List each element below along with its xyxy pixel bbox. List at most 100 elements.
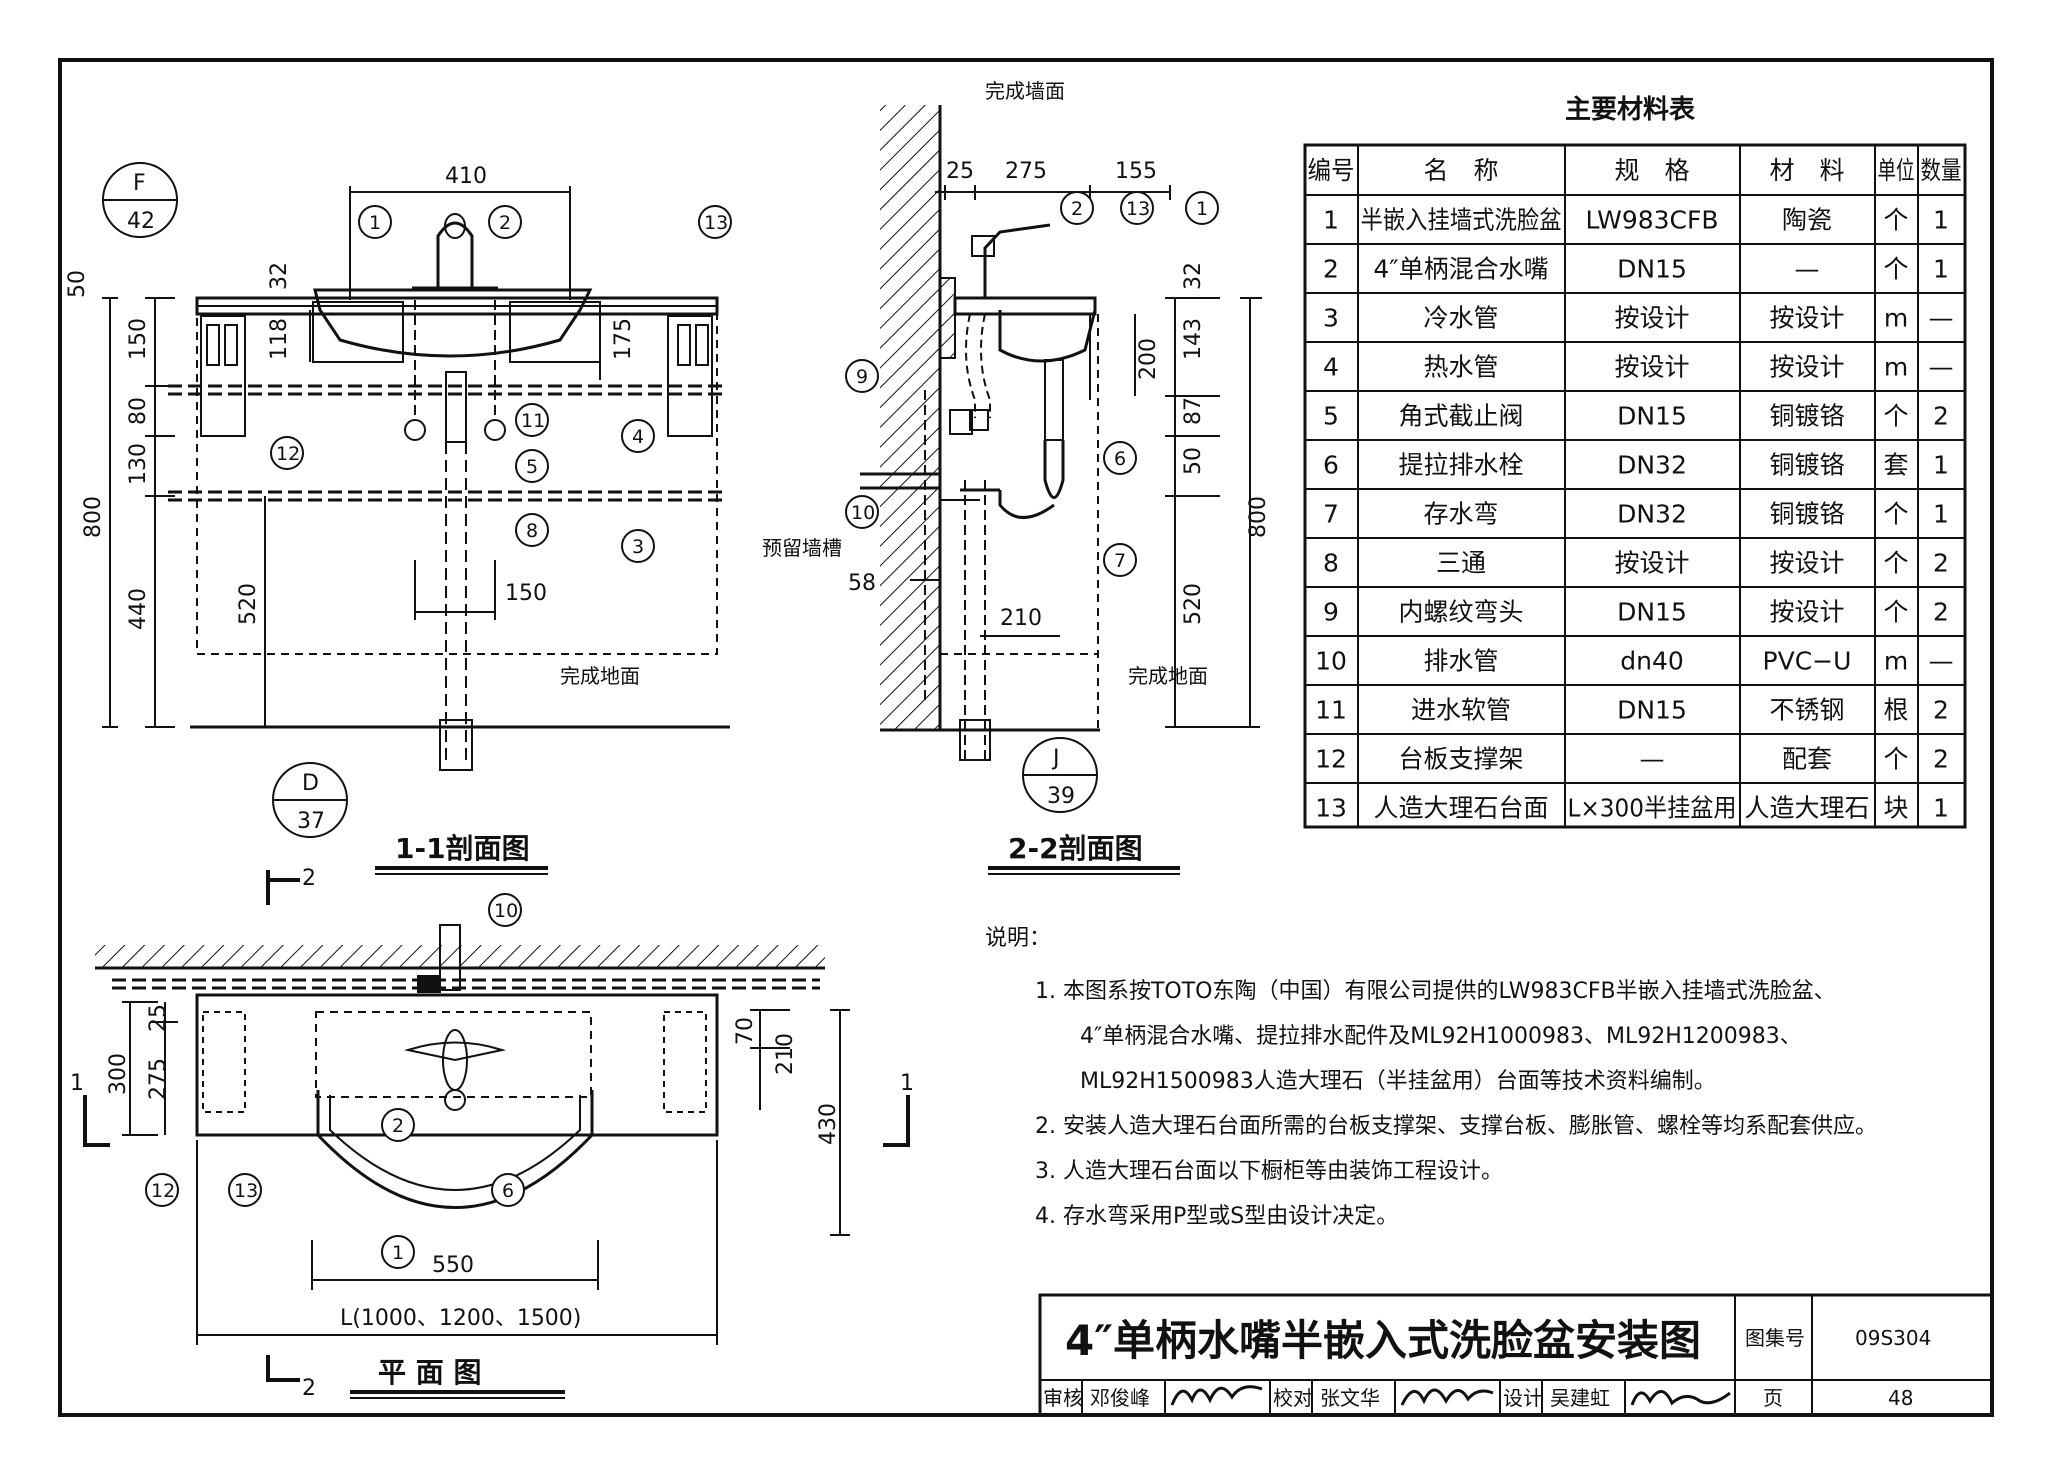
note-line-3: ML92H1500983人造大理石（半挂盆用）台面等技术资料编制。	[1080, 1069, 1716, 1094]
caption-underlines	[350, 866, 1180, 1399]
svg-text:13: 13	[234, 1180, 258, 1202]
atlas-no-label: 图集号	[1745, 1326, 1805, 1350]
table-cell: 三通	[1436, 549, 1486, 578]
checker-signature	[1400, 1388, 1494, 1406]
page-label: 页	[1763, 1386, 1783, 1410]
table-cell: dn40	[1620, 647, 1684, 676]
table-cell: 按设计	[1769, 304, 1844, 333]
dim-1-1-150: 150	[126, 318, 151, 360]
dim-1-1-520: 520	[236, 583, 261, 625]
svg-text:13: 13	[704, 212, 728, 234]
caption-plan: 平 面 图	[378, 1356, 482, 1389]
svg-text:12: 12	[276, 443, 300, 465]
dim-plan-550: 550	[432, 1253, 474, 1278]
svg-text:42: 42	[127, 209, 155, 234]
callout-2-c	[381, 1108, 415, 1142]
table-cell: 陶瓷	[1782, 206, 1832, 235]
designer-signature	[1630, 1390, 1731, 1406]
callout-10-c	[488, 893, 522, 927]
table-cell: 2	[1933, 598, 1949, 627]
table-cell: 4″单柄混合水嘴	[1373, 255, 1548, 284]
callout-10-b	[845, 495, 879, 529]
svg-text:10: 10	[851, 502, 875, 524]
table-cell: 按设计	[1614, 549, 1689, 578]
table-cell: 个	[1883, 500, 1908, 529]
dim-2-2-25: 25	[946, 159, 974, 184]
table-cell: 人造大理石台面	[1373, 794, 1548, 823]
table-cell: 2	[1323, 255, 1339, 284]
table-cell: 铜镀铬	[1769, 451, 1844, 480]
table-cell: LW983CFB	[1585, 206, 1718, 235]
table-cell: 13	[1315, 794, 1347, 823]
callout-12-a	[270, 436, 304, 470]
callout-2-a	[488, 205, 522, 239]
table-cell: 4	[1323, 353, 1339, 382]
svg-text:F: F	[133, 171, 146, 196]
table-cell: 存水弯	[1423, 500, 1498, 529]
note-line-5: 3. 人造大理石台面以下橱柜等由装饰工程设计。	[1035, 1159, 1503, 1184]
table-cell: 个	[1883, 745, 1908, 774]
dim-plan-430: 430	[816, 1103, 841, 1145]
table-cell: DN32	[1617, 451, 1687, 480]
detail-bubble-F: F 42	[102, 162, 178, 238]
svg-text:10: 10	[494, 900, 518, 922]
dim-2-2-155: 155	[1115, 159, 1157, 184]
table-cell: 按设计	[1614, 353, 1689, 382]
dim-2-2-87: 87	[1181, 397, 1206, 425]
table-cell: —	[1640, 745, 1665, 774]
svg-text:13: 13	[1126, 198, 1150, 220]
note-line-2: 4″单柄混合水嘴、提拉排水配件及ML92H1000983、ML92H120098…	[1080, 1024, 1802, 1049]
table-cell: —	[1929, 353, 1954, 382]
table-cell: 半嵌入挂墙式洗脸盆	[1361, 206, 1562, 235]
dim-2-2-275: 275	[1005, 159, 1047, 184]
dim-2-2-32: 32	[1181, 262, 1206, 290]
materials-title: 主要材料表	[1565, 95, 1696, 125]
table-header-cell: 材 料	[1769, 156, 1844, 185]
dim-plan-300: 300	[106, 1053, 131, 1095]
table-cell: 按设计	[1614, 304, 1689, 333]
dim-plan-275: 275	[146, 1058, 171, 1100]
svg-text:39: 39	[1047, 784, 1075, 809]
page-no: 48	[1888, 1386, 1913, 1410]
table-cell: 个	[1883, 206, 1908, 235]
dim-1-1-130: 130	[126, 443, 151, 485]
dim-2-2-210: 210	[1000, 606, 1042, 631]
reserved-groove-label: 预留墙槽	[762, 536, 842, 560]
note-line-1: 1. 本图系按TOTO东陶（中国）有限公司提供的LW983CFB半嵌入挂墙式洗脸…	[1035, 979, 1836, 1004]
table-cell: 台板支撑架	[1398, 745, 1523, 774]
table-cell: 11	[1315, 696, 1347, 725]
dim-1-1-800: 800	[81, 496, 106, 538]
cut-mark-bottom: 2	[302, 1376, 316, 1401]
reviewer-signature	[1170, 1385, 1263, 1406]
dim-plan-L: L(1000、1200、1500)	[340, 1306, 581, 1331]
table-cell: 10	[1315, 647, 1347, 676]
table-cell: 1	[1933, 500, 1949, 529]
table-cell: 个	[1883, 255, 1908, 284]
table-cell: 按设计	[1769, 353, 1844, 382]
table-cell: 铜镀铬	[1769, 402, 1844, 431]
callout-1-b	[1185, 191, 1219, 225]
cut-mark-left: 1	[70, 1071, 84, 1096]
svg-text:3: 3	[632, 536, 644, 558]
svg-text:1: 1	[369, 212, 381, 234]
table-cell: 个	[1883, 549, 1908, 578]
table-cell: 8	[1323, 549, 1339, 578]
dim-1-1-118: 118	[267, 318, 292, 360]
table-cell: 7	[1323, 500, 1339, 529]
table-cell: 6	[1323, 451, 1339, 480]
svg-text:D: D	[302, 771, 319, 796]
callout-13-c	[228, 1173, 262, 1207]
drawing-title: 4″单柄水嘴半嵌入式洗脸盆安装图	[1065, 1316, 1701, 1365]
svg-text:9: 9	[856, 366, 868, 388]
table-cell: 根	[1883, 696, 1908, 725]
finished-wall-label: 完成墙面	[985, 79, 1065, 103]
callout-7-b	[1103, 543, 1137, 577]
table-cell: 冷水管	[1423, 304, 1498, 333]
materials-table	[1303, 143, 1967, 829]
table-cell: 进水软管	[1411, 696, 1511, 725]
dim-1-1-410: 410	[445, 164, 487, 189]
svg-text:6: 6	[502, 1180, 514, 1202]
table-header-cell: 数量	[1921, 156, 1962, 185]
